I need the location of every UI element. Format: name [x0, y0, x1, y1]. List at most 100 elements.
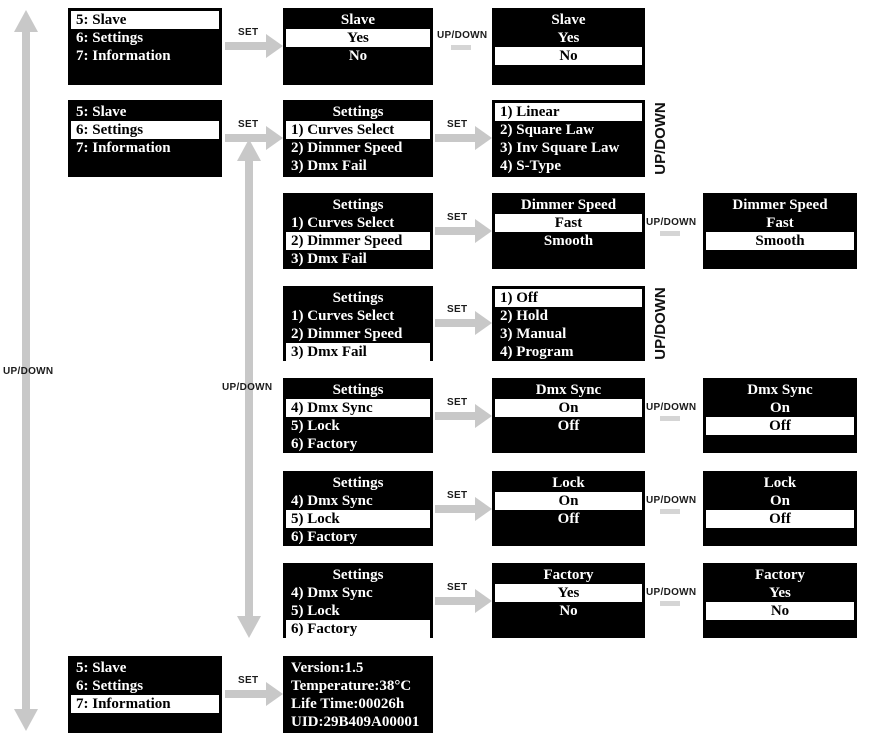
up-down-label: UP/DOWN	[437, 30, 488, 41]
curves-list-screen: 1) Linear 2) Square Law 3) Inv Square La…	[492, 100, 645, 177]
dimmer-speed-screen: Dimmer Speed Fast Smooth	[492, 193, 645, 269]
arrow-shaft	[435, 134, 477, 142]
option: On	[769, 493, 790, 509]
option: Off	[706, 417, 854, 435]
set-arrow	[435, 219, 492, 243]
screen-title: Settings	[332, 567, 384, 583]
arrow-shaft	[245, 159, 253, 618]
menu-item: 6: Settings	[71, 121, 219, 139]
screen-title: Dimmer Speed	[520, 197, 617, 213]
slave-screen: Slave Yes No	[283, 8, 433, 85]
dash-icon	[660, 416, 680, 421]
set-label: SET	[447, 490, 468, 501]
arrow-head-right-icon	[475, 311, 492, 335]
screen-title: Dmx Sync	[747, 382, 813, 398]
set-label: SET	[447, 212, 468, 223]
information-screen: Version:1.5 Temperature:38°C Life Time:0…	[283, 656, 433, 733]
up-down-label: UP/DOWN	[646, 587, 697, 598]
arrow-shaft	[435, 412, 477, 420]
up-down-label: UP/DOWN	[646, 495, 697, 506]
set-arrow	[435, 126, 492, 150]
up-down-label: UP/DOWN	[646, 217, 697, 228]
info-line: Version:1.5	[291, 660, 364, 676]
settings-menu-screen: Settings 1) Curves Select 2) Dimmer Spee…	[283, 286, 433, 361]
menu-item: 1) Curves Select	[291, 308, 395, 324]
menu-item: 5) Lock	[286, 510, 430, 528]
option: Off	[706, 510, 854, 528]
option: Yes	[495, 584, 642, 602]
arrow-shaft	[225, 134, 268, 142]
set-arrow	[435, 311, 492, 335]
arrow-head-right-icon	[475, 219, 492, 243]
menu-item: 1) Curves Select	[286, 121, 430, 139]
menu-item: 3) Dmx Fail	[291, 251, 367, 267]
set-label: SET	[447, 304, 468, 315]
set-label: SET	[447, 582, 468, 593]
set-arrow	[225, 682, 283, 706]
arrow-head-right-icon	[266, 682, 283, 706]
menu-item: 7: Information	[76, 140, 171, 156]
settings-menu-screen: Settings 4) Dmx Sync 5) Lock 6) Factory	[283, 471, 433, 546]
factory-screen: Factory Yes No	[492, 563, 645, 638]
set-arrow	[435, 497, 492, 521]
up-down-label-left: UP/DOWN	[3, 366, 54, 377]
menu-item: 6) Factory	[291, 529, 358, 545]
set-arrow	[225, 126, 283, 150]
menu-item: 2) Square Law	[500, 122, 594, 138]
set-arrow	[435, 404, 492, 428]
arrow-shaft	[22, 30, 30, 711]
menu-item: 1) Linear	[495, 103, 642, 121]
menu-item: 1) Off	[495, 289, 642, 307]
menu-item: 3) Dmx Fail	[286, 343, 430, 361]
screen-title: Lock	[763, 475, 797, 491]
menu-item: 3) Inv Square Law	[500, 140, 620, 156]
arrow-shaft	[435, 319, 477, 327]
option: On	[495, 399, 642, 417]
menu-item: 5) Lock	[291, 603, 340, 619]
lock-screen: Lock On Off	[492, 471, 645, 546]
screen-title: Factory	[543, 567, 594, 583]
settings-menu-screen: Settings 1) Curves Select 2) Dimmer Spee…	[283, 193, 433, 269]
menu-item: 2) Hold	[500, 308, 548, 324]
screen-title: Settings	[332, 104, 384, 120]
menu-item: 6: Settings	[76, 678, 144, 694]
dmx-sync-screen-toggled: Dmx Sync On Off	[703, 378, 857, 453]
menu-item: 1) Curves Select	[291, 215, 395, 231]
arrow-head-up-icon	[237, 139, 261, 161]
main-menu-screen: 5: Slave 6: Settings 7: Information	[68, 8, 222, 85]
arrow-head-right-icon	[266, 34, 283, 58]
option: Yes	[286, 29, 430, 47]
menu-item: 4) Dmx Sync	[291, 493, 373, 509]
screen-title: Factory	[755, 567, 805, 583]
set-arrow	[435, 589, 492, 613]
menu-item: 6: Settings	[76, 30, 144, 46]
screen-title: Dmx Sync	[535, 382, 602, 398]
settings-menu-screen: Settings 4) Dmx Sync 5) Lock 6) Factory	[283, 378, 433, 453]
menu-item: 7: Information	[76, 48, 171, 64]
menu-item: 3) Dmx Fail	[291, 158, 367, 174]
up-down-label-rotated: UP/DOWN	[651, 287, 669, 360]
screen-title: Lock	[552, 475, 585, 491]
arrow-head-right-icon	[475, 497, 492, 521]
option: Yes	[557, 30, 580, 46]
dimmer-speed-screen-toggled: Dimmer Speed Fast Smooth	[703, 193, 857, 269]
lock-screen-toggled: Lock On Off	[703, 471, 857, 546]
menu-item: 4) Dmx Sync	[286, 399, 430, 417]
up-down-arrow-left	[14, 10, 38, 731]
option: On	[769, 400, 790, 416]
option: On	[495, 492, 642, 510]
set-label: SET	[447, 397, 468, 408]
factory-screen-toggled: Factory Yes No	[703, 563, 857, 638]
option: Smooth	[543, 233, 594, 249]
option: No	[559, 603, 578, 619]
screen-title: Settings	[332, 197, 384, 213]
screen-title: Settings	[332, 382, 384, 398]
arrow-head-down-icon	[14, 709, 38, 731]
menu-item: 7: Information	[71, 695, 219, 713]
set-arrow	[225, 34, 283, 58]
info-line: UID:29B409A00001	[291, 714, 420, 730]
up-down-label: UP/DOWN	[646, 402, 697, 413]
settings-menu-screen: Settings 4) Dmx Sync 5) Lock 6) Factory	[283, 563, 433, 638]
option: Off	[557, 511, 580, 527]
menu-item: 6) Factory	[286, 620, 430, 638]
